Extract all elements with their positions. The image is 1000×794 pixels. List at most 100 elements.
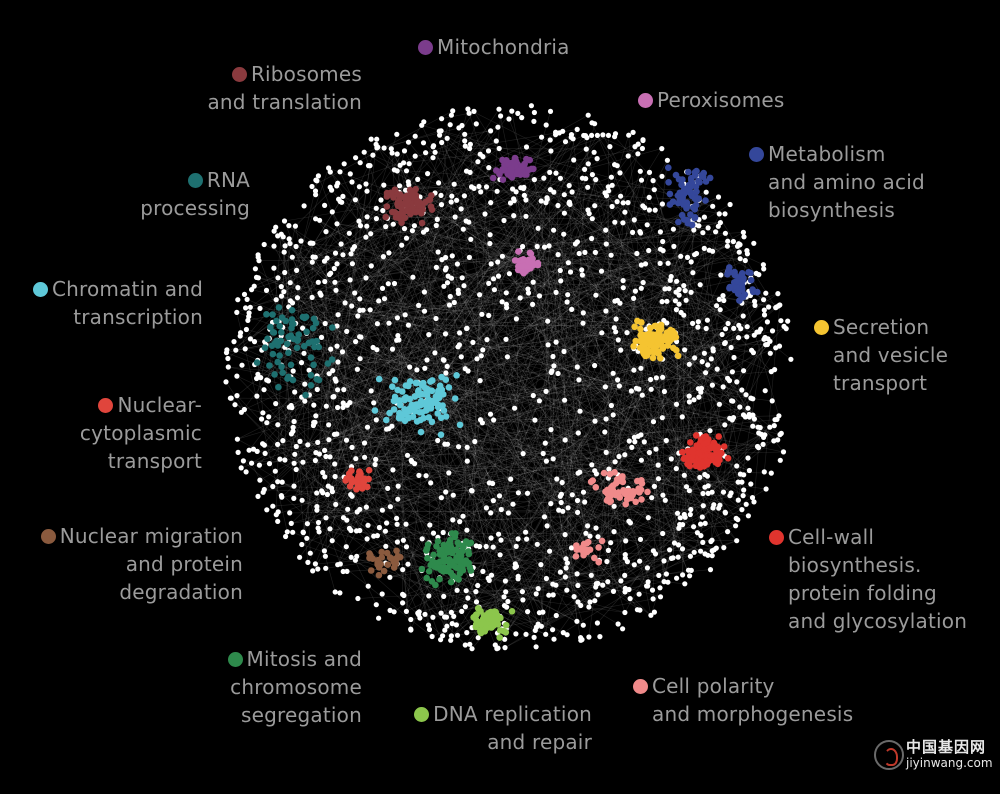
network-node [748, 395, 754, 401]
network-node [442, 331, 449, 337]
network-node [376, 298, 382, 304]
network-node [686, 361, 692, 367]
network-node [375, 144, 381, 150]
network-node [409, 228, 415, 234]
network-node [315, 519, 322, 526]
network-edge [463, 229, 584, 626]
network-node [625, 153, 631, 159]
cluster-node-secretion [650, 344, 658, 352]
cluster-node-rna [312, 319, 320, 327]
network-node [592, 203, 598, 209]
network-node [729, 398, 735, 404]
network-node [595, 592, 601, 598]
network-edge [251, 202, 511, 290]
cluster-node-mitosis [436, 575, 443, 583]
network-edge [292, 256, 642, 266]
network-node [682, 347, 688, 353]
network-edge [452, 115, 501, 581]
network-node [569, 189, 575, 195]
cluster-node-chromatin [437, 431, 445, 439]
network-node [349, 179, 355, 185]
network-edge [299, 441, 542, 627]
network-edge [526, 146, 792, 360]
network-node [261, 442, 267, 448]
network-edge [522, 229, 695, 454]
network-node [460, 513, 466, 519]
network-node [430, 155, 436, 161]
network-node [627, 596, 633, 602]
network-node [676, 301, 682, 307]
network-node [630, 229, 636, 235]
network-edge [564, 400, 578, 513]
cluster-node-chromatin [429, 377, 436, 384]
network-node [318, 334, 325, 340]
mitosis-line-3: segregation [241, 703, 362, 727]
network-node [401, 148, 408, 154]
cluster-node-nuclear-cyto [364, 483, 371, 491]
cluster-node-mitosis [460, 543, 467, 551]
network-edge [692, 272, 708, 365]
network-edge [639, 470, 750, 562]
cluster-node-chromatin [418, 409, 426, 416]
network-node [275, 275, 281, 281]
network-edge [387, 218, 591, 603]
network-node [433, 222, 439, 229]
network-node [540, 450, 546, 457]
network-node [754, 443, 761, 450]
network-node [464, 527, 470, 533]
network-node [626, 132, 632, 138]
network-node [412, 133, 418, 139]
network-edge [527, 611, 537, 647]
network-node [659, 173, 665, 179]
network-node [630, 129, 636, 135]
network-edge [568, 203, 638, 254]
network-node [721, 545, 727, 551]
network-node [470, 339, 476, 345]
network-edge [489, 234, 778, 441]
network-node [430, 144, 436, 150]
network-node [560, 128, 566, 134]
metabolism-line-2: and amino acid [768, 170, 925, 194]
network-node [769, 328, 776, 334]
network-node [254, 393, 260, 399]
cluster-node-mitosis [450, 531, 458, 538]
secretion-line-3: transport [833, 371, 928, 395]
network-node [766, 304, 772, 310]
network-node [648, 376, 654, 383]
network-node [557, 267, 563, 274]
network-node [576, 377, 582, 383]
network-node [256, 462, 262, 468]
network-edge [568, 203, 741, 329]
network-node [238, 330, 244, 336]
nuclear-cyto-line-1: Nuclear- [117, 393, 202, 417]
network-node [681, 312, 687, 318]
cluster-node-metabolism [675, 176, 683, 183]
cluster-node-metabolism [731, 268, 738, 276]
network-edge [350, 253, 395, 284]
network-edge [597, 135, 639, 155]
network-node [240, 458, 246, 464]
network-node [607, 144, 613, 150]
network-node [674, 278, 680, 284]
cluster-node-mitochondria [514, 167, 522, 175]
network-edge [340, 563, 433, 637]
cluster-node-metabolism [675, 218, 682, 226]
network-edge [492, 440, 630, 484]
cluster-node-rna [284, 375, 291, 382]
cell-wall-line-3: protein folding [788, 581, 937, 605]
network-node [357, 296, 363, 302]
cluster-node-metabolism [734, 290, 742, 298]
network-edge [234, 404, 717, 549]
network-edge [471, 199, 548, 491]
cluster-node-cell-wall [704, 458, 712, 466]
network-node [688, 567, 694, 574]
network-node [780, 449, 787, 455]
network-node [364, 214, 370, 220]
network-edge [351, 222, 623, 307]
network-edge [482, 377, 657, 424]
network-edge [408, 324, 650, 327]
cluster-node-nuclear-migration [384, 561, 392, 568]
network-node [329, 209, 335, 215]
nuclear-cyto-color-dot [98, 398, 114, 413]
